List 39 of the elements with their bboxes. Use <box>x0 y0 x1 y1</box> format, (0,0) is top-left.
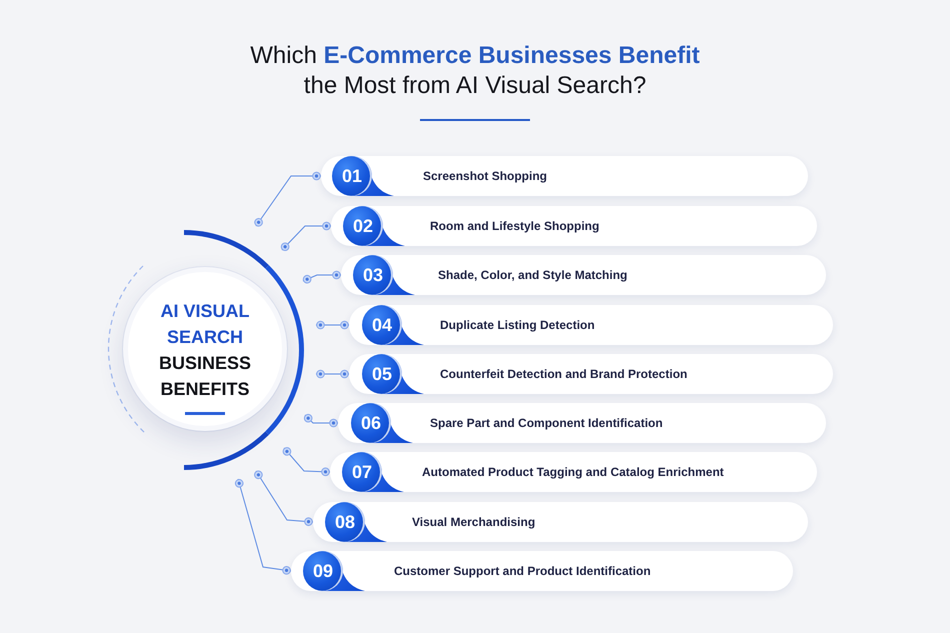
leader-line <box>280 222 332 252</box>
item-label: Customer Support and Product Identification <box>394 563 651 580</box>
leader-line <box>254 470 314 526</box>
leader-line <box>282 447 330 476</box>
item-pill <box>338 403 826 443</box>
leader-line <box>304 414 338 428</box>
step-number: 08 <box>325 502 365 542</box>
item-pill <box>341 255 826 295</box>
item-label: Room and Lifestyle Shopping <box>430 218 600 235</box>
item-label: Shade, Color, and Style Matching <box>438 267 628 284</box>
item-pill <box>313 502 808 542</box>
step-number: 07 <box>342 452 382 492</box>
hub-title: AI VISUAL SEARCH <box>159 300 250 348</box>
item-pill <box>331 206 817 246</box>
item-label: Visual Merchandising <box>412 514 536 531</box>
item-label: Duplicate Listing Detection <box>440 317 595 334</box>
item-pill <box>349 354 833 394</box>
item-label: Screenshot Shopping <box>423 168 548 185</box>
leader-line <box>302 270 342 284</box>
hub-subtitle: BUSINESS BENEFITS <box>158 352 252 400</box>
step-number: 02 <box>343 206 383 246</box>
leader-line <box>254 172 322 227</box>
leader-line <box>234 478 292 575</box>
item-pill <box>330 452 817 492</box>
step-number: 04 <box>362 305 402 345</box>
item-label: Counterfeit Detection and Brand Protection <box>440 366 688 383</box>
step-number: 03 <box>353 255 393 295</box>
leader-line <box>316 320 350 330</box>
title: Which E-Commerce Businesses Benefit the Most from AI Visual Search? <box>249 41 701 101</box>
step-number: 01 <box>332 156 372 196</box>
leader-line <box>316 370 350 378</box>
step-number: 05 <box>362 354 402 394</box>
step-number: 09 <box>303 551 343 591</box>
item-label: Automated Product Tagging and Catalog Enrichment <box>422 464 724 481</box>
item-pill <box>321 156 808 196</box>
item-pill <box>291 551 793 591</box>
step-number: 06 <box>351 403 391 443</box>
item-pill <box>349 305 833 345</box>
item-label: Spare Part and Component Identification <box>430 415 663 432</box>
